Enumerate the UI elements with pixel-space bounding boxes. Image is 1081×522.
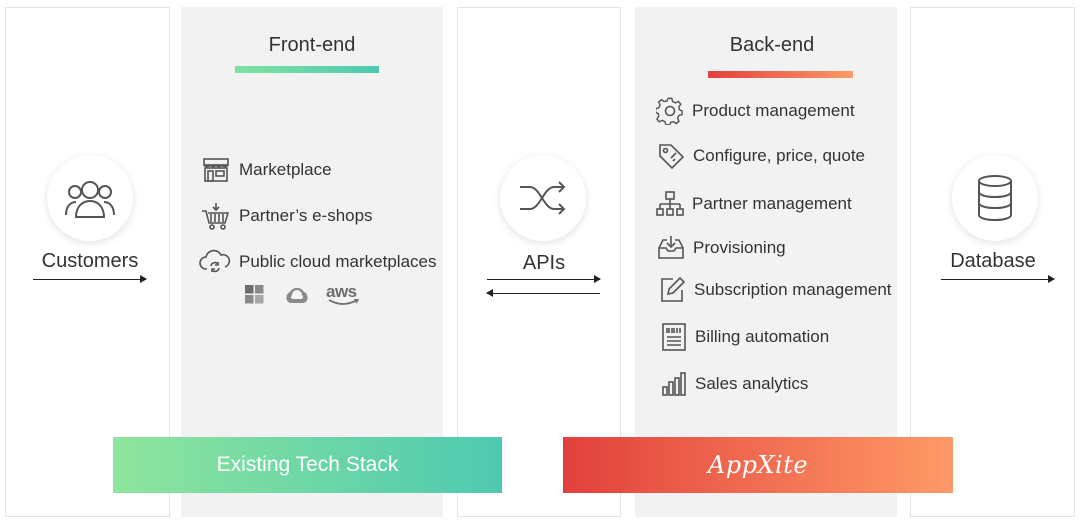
- customers-label: Customers: [41, 250, 139, 272]
- aws-logo-text: aws: [326, 282, 357, 301]
- database-icon-circle: [952, 155, 1038, 241]
- backend-item-product-management: Product management: [656, 97, 855, 125]
- frontend-item-label: Public cloud marketplaces: [239, 252, 437, 271]
- cloud-sync-icon: [199, 249, 231, 273]
- receipt-icon: [662, 323, 686, 351]
- frontend-item-eshops: Partner’s e-shops: [201, 202, 373, 230]
- existing-tech-stack-label: Existing Tech Stack: [216, 453, 399, 476]
- backend-underline: [708, 71, 853, 78]
- aws-smile-icon: [328, 299, 360, 305]
- backend-item-subscription: Subscription management: [659, 276, 892, 303]
- gear-icon: [656, 97, 683, 125]
- database-arrow: [941, 275, 1055, 283]
- customers-arrow: [33, 275, 147, 283]
- backend-item-partner-management: Partner management: [656, 190, 852, 218]
- backend-item-label: Provisioning: [693, 238, 786, 257]
- backend-item-label: Configure, price, quote: [693, 146, 865, 165]
- appxite-bar: AppXite: [563, 437, 953, 493]
- backend-item-label: Billing automation: [695, 327, 830, 346]
- org-chart-icon: [656, 191, 684, 216]
- backend-item-label: Partner management: [692, 194, 852, 213]
- backend-item-label: Subscription management: [694, 279, 892, 299]
- backend-item-analytics: Sales analytics: [661, 371, 808, 397]
- google-cloud-logo-icon: [286, 287, 308, 303]
- existing-tech-stack-bar: Existing Tech Stack: [113, 437, 502, 493]
- apis-arrow-right: [487, 275, 601, 283]
- apis-column: [457, 7, 621, 517]
- backend-column: [635, 7, 897, 517]
- backend-item-provisioning: Provisioning: [657, 234, 786, 262]
- frontend-item-cloud: Public cloud marketplaces: [199, 249, 436, 275]
- backend-item-label: Product management: [692, 101, 855, 120]
- apis-arrow-left: [486, 289, 600, 297]
- database-icon: [978, 175, 1012, 222]
- aws-logo: aws: [326, 282, 362, 306]
- storefront-icon: [203, 158, 229, 182]
- customers-column: [5, 7, 170, 517]
- appxite-logo: AppXite: [707, 451, 809, 479]
- frontend-item-label: Marketplace: [239, 160, 332, 179]
- backend-title: Back-end: [729, 34, 815, 56]
- frontend-underline: [235, 66, 379, 73]
- users-icon: [65, 181, 115, 218]
- shopping-cart-icon: [202, 203, 230, 230]
- frontend-column: [181, 7, 443, 517]
- backend-item-billing: Billing automation: [661, 323, 829, 351]
- edit-icon: [661, 276, 686, 302]
- apis-icon-circle: [500, 155, 586, 241]
- customers-icon-circle: [47, 155, 133, 241]
- price-tag-icon: [659, 144, 685, 170]
- frontend-item-marketplace: Marketplace: [201, 157, 332, 183]
- windows-logo-icon: [245, 285, 264, 304]
- database-label: Database: [950, 250, 1036, 272]
- inbox-download-icon: [658, 236, 684, 259]
- backend-item-cpq: Configure, price, quote: [657, 142, 865, 170]
- bar-chart-icon: [662, 372, 686, 396]
- backend-item-label: Sales analytics: [695, 374, 809, 393]
- apis-label: APIs: [522, 252, 566, 274]
- frontend-title: Front-end: [268, 34, 356, 56]
- frontend-item-label: Partner’s e-shops: [239, 206, 373, 225]
- shuffle-icon: [520, 181, 566, 215]
- database-column: [910, 7, 1075, 517]
